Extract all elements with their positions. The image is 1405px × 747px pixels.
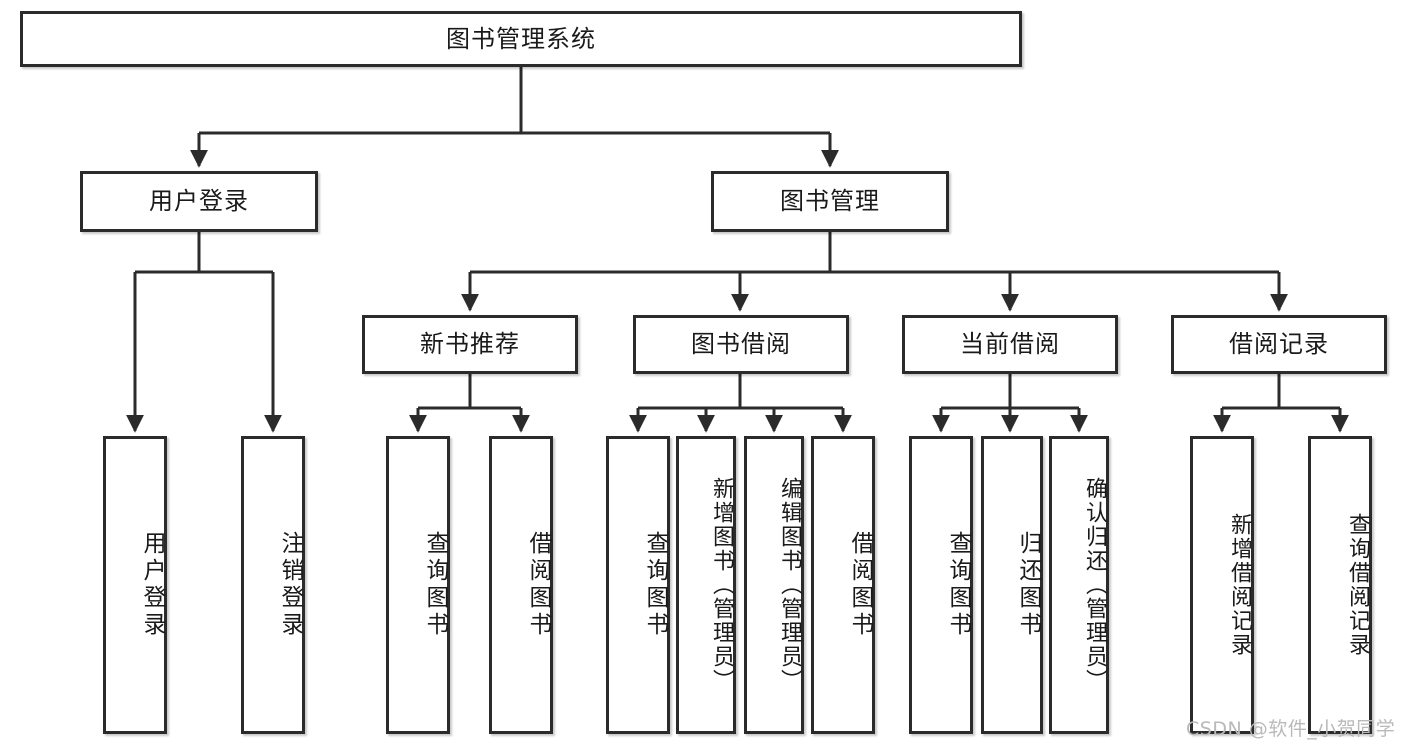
node-current-borrow[interactable]: 当前借阅 bbox=[902, 315, 1118, 374]
node-leaf-add-book-admin[interactable]: 新增图书（管理员） bbox=[676, 436, 736, 734]
node-leaf-query-borrow-record[interactable]: 查询借阅记录 bbox=[1308, 436, 1372, 734]
node-leaf-return-book[interactable]: 归还图书 bbox=[981, 436, 1043, 734]
node-label: 新书推荐 bbox=[420, 330, 520, 359]
node-label: 借阅图书 bbox=[847, 531, 873, 639]
node-label: 查询图书 bbox=[422, 531, 448, 639]
node-label: 借阅记录 bbox=[1229, 330, 1329, 359]
node-leaf-query-book-recommend[interactable]: 查询图书 bbox=[386, 436, 450, 734]
watermark: CSDN @软件_小贺同学 bbox=[1186, 718, 1396, 740]
node-label: 编辑图书（管理员） bbox=[777, 477, 802, 693]
node-book-management[interactable]: 图书管理 bbox=[711, 171, 949, 232]
node-label: 借阅图书 bbox=[525, 531, 551, 639]
node-leaf-logout[interactable]: 注销登录 bbox=[241, 436, 305, 734]
node-leaf-query-book-current[interactable]: 查询图书 bbox=[909, 436, 973, 734]
node-user-login[interactable]: 用户登录 bbox=[80, 171, 318, 232]
node-leaf-borrow-book-recommend[interactable]: 借阅图书 bbox=[489, 436, 553, 734]
node-label: 用户登录 bbox=[149, 187, 249, 216]
node-label: 图书管理系统 bbox=[446, 24, 596, 53]
node-label: 查询借阅记录 bbox=[1345, 513, 1370, 657]
node-leaf-add-borrow-record[interactable]: 新增借阅记录 bbox=[1190, 436, 1254, 734]
node-label: 新增图书（管理员） bbox=[709, 477, 734, 693]
node-label: 注销登录 bbox=[277, 531, 303, 639]
node-label: 归还图书 bbox=[1015, 531, 1041, 639]
node-label: 图书管理 bbox=[780, 187, 880, 216]
node-label: 用户登录 bbox=[139, 531, 165, 639]
node-label: 新增借阅记录 bbox=[1227, 513, 1252, 657]
node-leaf-confirm-return-admin[interactable]: 确认归还（管理员） bbox=[1049, 436, 1109, 734]
node-book-borrow[interactable]: 图书借阅 bbox=[633, 315, 849, 374]
node-borrow-record[interactable]: 借阅记录 bbox=[1171, 315, 1387, 374]
node-leaf-user-login[interactable]: 用户登录 bbox=[103, 436, 167, 734]
node-leaf-borrow-book[interactable]: 借阅图书 bbox=[811, 436, 875, 734]
node-leaf-edit-book-admin[interactable]: 编辑图书（管理员） bbox=[744, 436, 804, 734]
node-leaf-query-book-borrow[interactable]: 查询图书 bbox=[606, 436, 670, 734]
node-label: 查询图书 bbox=[642, 531, 668, 639]
node-label: 查询图书 bbox=[945, 531, 971, 639]
node-label: 确认归还（管理员） bbox=[1082, 477, 1107, 693]
node-root-book-management-system[interactable]: 图书管理系统 bbox=[20, 11, 1022, 67]
node-new-book-recommend[interactable]: 新书推荐 bbox=[362, 315, 578, 374]
node-label: 图书借阅 bbox=[691, 330, 791, 359]
node-label: 当前借阅 bbox=[960, 330, 1060, 359]
